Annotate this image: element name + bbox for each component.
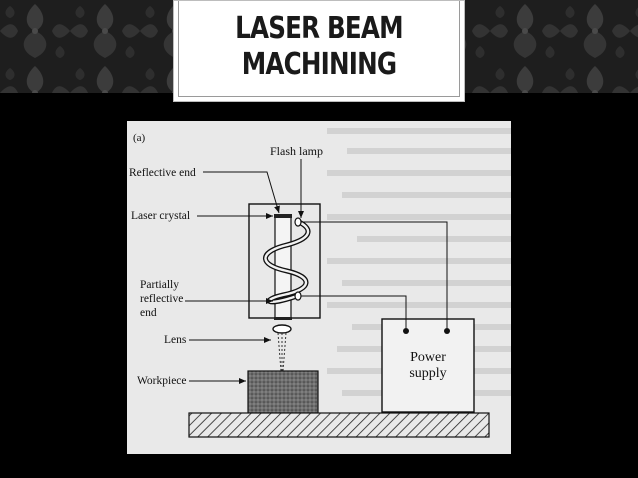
title-line-2: MACHINING bbox=[241, 47, 397, 82]
laser-beam bbox=[277, 332, 287, 372]
label-workpiece: Workpiece bbox=[137, 375, 187, 387]
laser-machining-diagram: (a) Power supply bbox=[129, 128, 511, 438]
label-flash-lamp: Flash lamp bbox=[270, 144, 323, 158]
workpiece-block bbox=[247, 370, 319, 414]
label-laser-crystal: Laser crystal bbox=[131, 210, 190, 222]
terminal-right bbox=[444, 328, 450, 334]
label-lens: Lens bbox=[164, 334, 187, 346]
base-plate bbox=[188, 412, 490, 438]
lamp-terminal-top bbox=[294, 217, 302, 227]
wire-top bbox=[301, 221, 448, 328]
power-supply-label-2: supply bbox=[409, 366, 446, 381]
power-supply-label-1: Power bbox=[410, 350, 446, 365]
slide-title: LASER BEAM MACHINING bbox=[200, 11, 438, 83]
leader-reflective-end bbox=[203, 171, 280, 214]
label-partially-2: reflective bbox=[140, 293, 183, 305]
label-reflective-end: Reflective end bbox=[129, 167, 196, 179]
terminal-left bbox=[403, 328, 409, 334]
title-box: LASER BEAM MACHINING bbox=[173, 0, 465, 102]
partially-reflective-end bbox=[274, 317, 292, 320]
title-line-1: LASER BEAM bbox=[235, 11, 403, 46]
power-supply-box bbox=[381, 318, 475, 413]
diagram-photo: (a) Power supply bbox=[127, 121, 511, 454]
title-frame bbox=[178, 1, 460, 97]
panel-label: (a) bbox=[133, 132, 146, 144]
label-partially-1: Partially bbox=[140, 279, 179, 291]
wire-bottom bbox=[301, 295, 407, 328]
lens bbox=[272, 324, 292, 334]
reflective-end-cap bbox=[274, 214, 292, 218]
label-partially-3: end bbox=[140, 307, 157, 319]
lamp-terminal-bottom bbox=[294, 291, 302, 301]
